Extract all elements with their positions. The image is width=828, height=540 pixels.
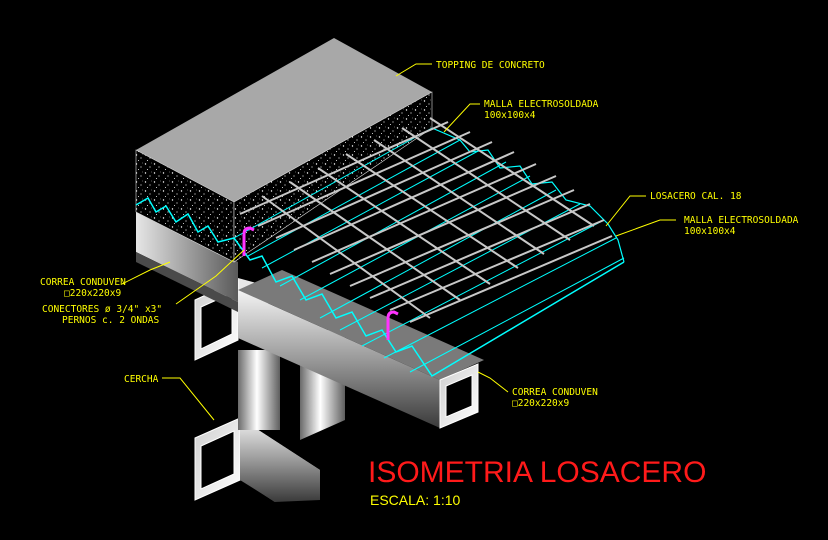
title-block: ISOMETRIA LOSACERO ESCALA: 1:10 (368, 456, 706, 508)
leader-correa-2 (477, 371, 509, 393)
label-correa-2-line2: □220x220x9 (512, 398, 569, 409)
deck-rib-8 (361, 219, 605, 347)
leader-cercha (162, 377, 215, 421)
label-conectores-line1: CONECTORES ø 3/4" x3" (42, 304, 162, 315)
deck-rib-6 (319, 189, 557, 319)
deck-rib-10 (409, 257, 625, 373)
label-correa-1-line2: □220x220x9 (64, 288, 121, 299)
leader-malla-2 (615, 219, 676, 237)
left-correa-face (136, 212, 238, 302)
label-correa-2-line1: CORREA CONDUVEN (512, 387, 598, 398)
leader-malla-1 (443, 103, 480, 133)
lower-chord-end-hole (200, 430, 235, 490)
correa-beam-left (136, 212, 238, 312)
connector-2 (386, 310, 399, 340)
truss-vertical-post (238, 350, 280, 430)
label-malla-2-line1: MALLA ELECTROSOLDADA (684, 215, 799, 226)
label-conectores-line2: PERNOS c. 2 ONDAS (62, 315, 160, 326)
leader-lines (121, 63, 676, 421)
label-losacero: LOSACERO CAL. 18 (650, 191, 742, 202)
correa-beam-main (238, 270, 484, 429)
label-malla-1-line2: 100x100x4 (484, 110, 536, 121)
deck-edge-profile (233, 237, 625, 378)
leader-correa-1 (121, 261, 171, 285)
concrete-top-face (136, 38, 432, 202)
drawing-scale: ESCALA: 1:10 (370, 492, 460, 508)
label-malla-2-line2: 100x100x4 (684, 226, 736, 237)
beam-end-hole (445, 374, 473, 418)
drawing-title: ISOMETRIA LOSACERO (368, 456, 706, 489)
lower-chord-body (240, 418, 320, 502)
label-cercha: CERCHA (124, 374, 159, 385)
annotation-labels: TOPPING DE CONCRETO MALLA ELECTROSOLDADA… (40, 60, 799, 409)
leader-losacero (605, 195, 646, 227)
leader-conectores (175, 249, 245, 305)
deck-rib-1 (233, 127, 433, 239)
leader-topping (395, 63, 432, 77)
beam-top-face (238, 270, 484, 380)
connector-1 (242, 226, 255, 256)
deck-profile-front (135, 196, 235, 243)
label-correa-1-line1: CORREA CONDUVEN (40, 277, 126, 288)
label-malla-1-line1: MALLA ELECTROSOLDADA (484, 99, 599, 110)
beam-front-face (238, 290, 440, 428)
deck-rib-9 (383, 237, 617, 359)
deck-rib-4 (279, 161, 507, 287)
label-topping: TOPPING DE CONCRETO (436, 60, 545, 71)
shear-connectors (242, 226, 399, 340)
left-correa-bottom (136, 252, 238, 312)
deck-rib-2 (247, 139, 461, 257)
welded-mesh (239, 117, 613, 323)
